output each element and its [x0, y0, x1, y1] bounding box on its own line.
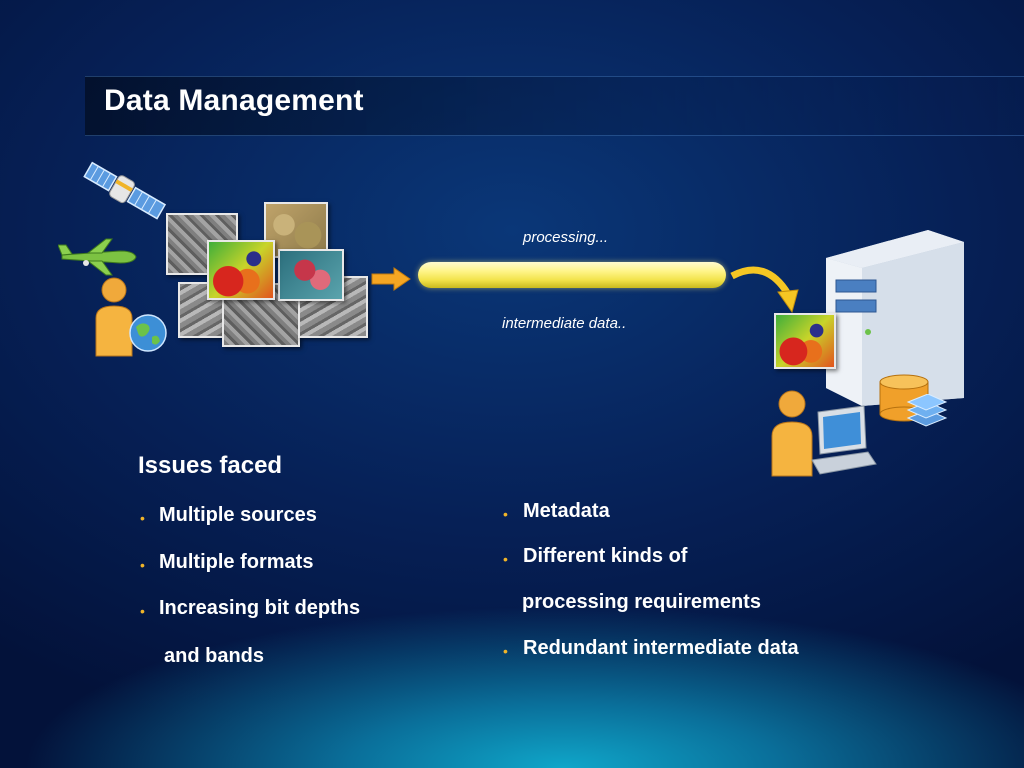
title-band — [85, 76, 1024, 136]
slide-title: Data Management — [104, 84, 364, 117]
globe-icon — [129, 314, 167, 352]
person-icon — [95, 277, 133, 357]
issue-item: Increasing bit depths — [159, 597, 361, 619]
bullet-icon: • — [140, 603, 145, 619]
issues-heading: Issues faced — [138, 452, 283, 479]
layers-icon — [906, 394, 948, 427]
curved-arrow-icon — [730, 266, 799, 314]
bullet-icon: • — [503, 506, 508, 522]
bullet-icon: • — [503, 643, 508, 659]
processing-bar — [418, 262, 726, 288]
bullet-icon: • — [140, 510, 145, 526]
issue-item-continuation: and bands — [164, 645, 265, 667]
processed-image-thumbnail — [774, 313, 836, 369]
issue-item-continuation: processing requirements — [522, 591, 761, 613]
aerial-image-thumbnail — [264, 202, 328, 258]
bullet-icon: • — [140, 557, 145, 573]
satellite-icon — [83, 161, 167, 220]
intermediate-data-label: intermediate data.. — [502, 315, 627, 332]
issue-item: Metadata — [523, 500, 610, 522]
bullet-icon: • — [503, 551, 508, 567]
airplane-icon — [58, 238, 137, 276]
aerial-image-thumbnail — [207, 240, 275, 300]
issue-item: Different kinds of — [523, 545, 688, 567]
arrow-right-icon — [371, 267, 411, 291]
aerial-image-thumbnail — [278, 249, 344, 301]
server-icon — [826, 230, 964, 406]
computer-user-icon — [771, 390, 877, 477]
processing-label: processing... — [523, 229, 609, 246]
issue-item: Multiple sources — [159, 504, 317, 526]
issue-item: Redundant intermediate data — [523, 637, 799, 659]
issue-item: Multiple formats — [159, 551, 314, 573]
